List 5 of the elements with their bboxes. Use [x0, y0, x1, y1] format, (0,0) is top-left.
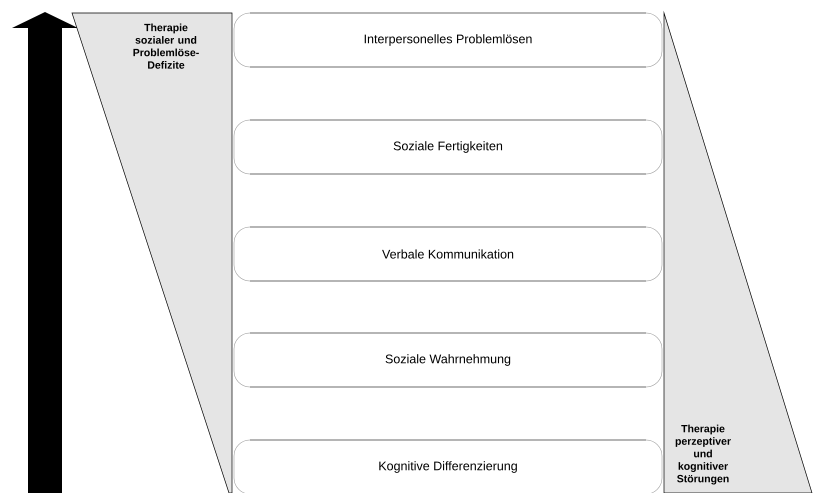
level-box: Interpersonelles Problemlösen	[234, 12, 662, 68]
level-box: Kognitive Differenzierung	[234, 440, 662, 493]
level-box: Verbale Kommunikation	[234, 226, 662, 282]
level-box: Soziale Fertigkeiten	[234, 120, 662, 174]
level-box: Soziale Wahrnehmung	[234, 332, 662, 388]
